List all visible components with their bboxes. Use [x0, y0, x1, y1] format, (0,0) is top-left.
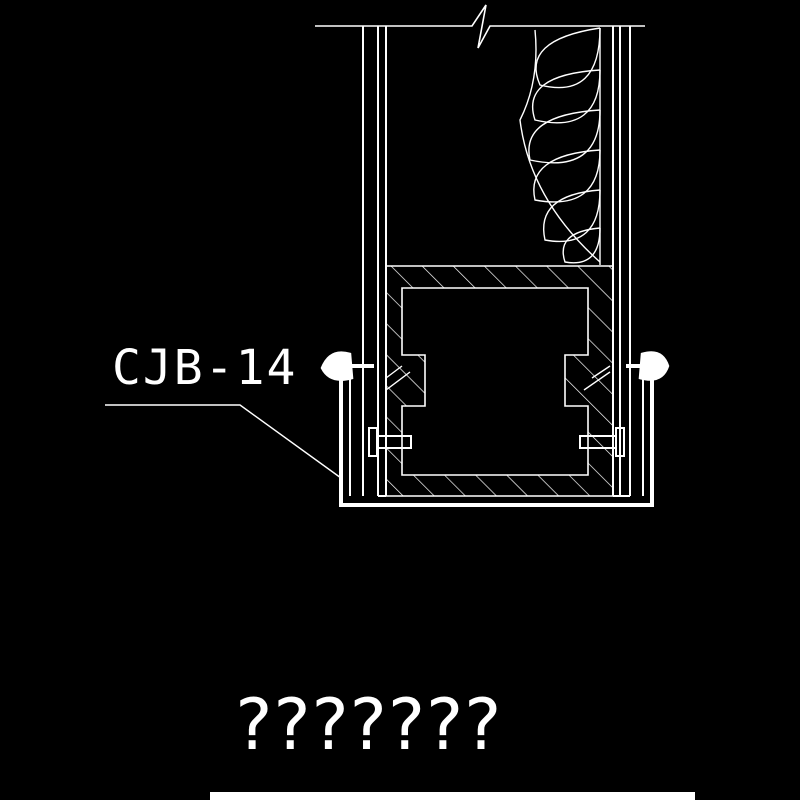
drawing-title: ??????? [232, 684, 503, 766]
left-bolt [368, 427, 412, 457]
insulation [519, 27, 601, 265]
u-channel [339, 370, 654, 507]
callout-label: CJB-14 [112, 340, 298, 396]
u-channel-inner [349, 375, 644, 496]
left-clip [320, 351, 374, 381]
clip-hatch [385, 365, 611, 391]
callout-leader [105, 404, 342, 479]
wall-panel [362, 26, 631, 497]
title-underline [210, 792, 695, 800]
right-bolt [579, 427, 625, 457]
right-clip [626, 351, 670, 381]
base-block [385, 265, 614, 497]
break-line [315, 4, 645, 49]
